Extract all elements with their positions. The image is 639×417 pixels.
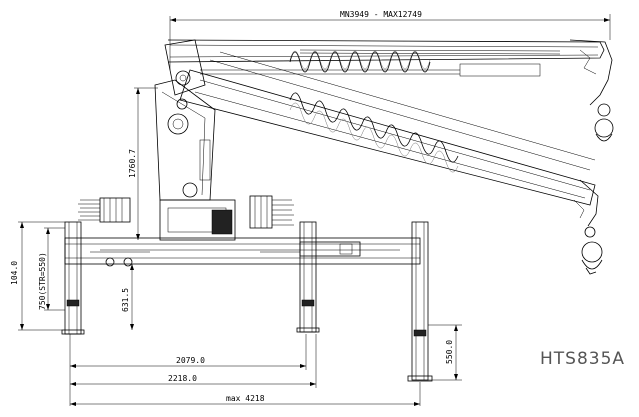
crane-column — [154, 39, 236, 241]
left-total-height-label: 104.0 — [10, 261, 19, 285]
upper-boom — [167, 39, 614, 142]
right-control-valves — [249, 195, 294, 229]
frame-height-label: 631.5 — [121, 288, 130, 312]
top-reach-dimension: MN3949 - MAX12749 — [169, 10, 611, 70]
width-2079-label: 2079.0 — [176, 356, 205, 365]
middle-outrigger-leg — [296, 221, 320, 333]
model-label: HTS835A — [540, 349, 625, 369]
right-leg-label: 550.0 — [445, 340, 454, 364]
left-control-valves — [78, 197, 131, 223]
left-height-dimensions: 104.0 750(STR=550) — [10, 221, 65, 331]
frame-height-dimension: 631.5 — [121, 264, 134, 330]
top-reach-label: MN3949 - MAX12749 — [340, 10, 422, 19]
column-height-label: 1760.7 — [128, 149, 137, 178]
max-width-label: max 4218 — [226, 394, 265, 403]
right-outrigger-leg — [407, 221, 433, 382]
left-outrigger-leg — [61, 221, 85, 335]
left-stroke-label: 750(STR=550) — [38, 252, 47, 310]
right-leg-dimension: 550.0 — [428, 324, 462, 381]
inclined-boom — [179, 51, 603, 275]
bottom-width-dimensions: 2079.0 2218.0 max 4218 — [69, 334, 421, 406]
column-height-dimension: 1760.7 — [128, 87, 158, 240]
main-frame — [64, 237, 421, 267]
width-2218-label: 2218.0 — [168, 374, 197, 383]
